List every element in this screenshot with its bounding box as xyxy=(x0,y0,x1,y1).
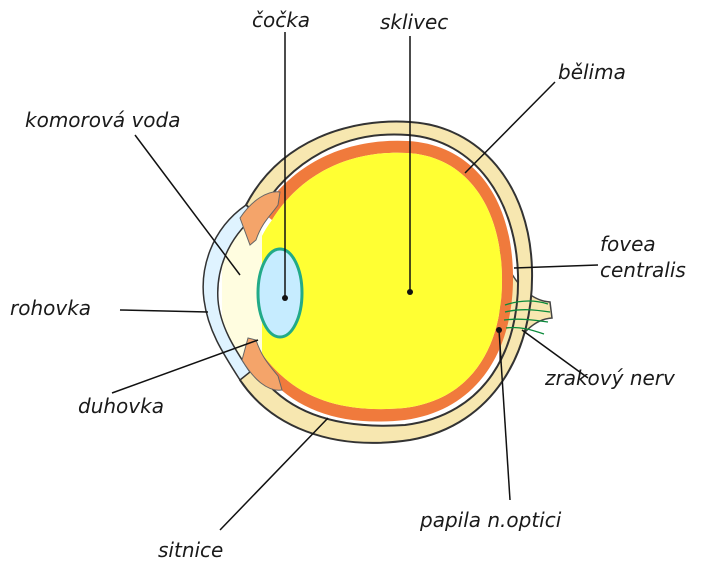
label-zrakovy-nerv: zrakový nerv xyxy=(545,366,675,390)
label-komorova-voda: komorová voda xyxy=(25,108,180,132)
label-papila: papila n.optici xyxy=(420,508,561,532)
label-fovea-line1: fovea xyxy=(600,232,656,256)
label-sklivec: sklivec xyxy=(380,10,448,34)
dot-cocka xyxy=(282,295,288,301)
label-sitnice: sitnice xyxy=(158,538,223,562)
lens-shape xyxy=(258,249,302,337)
leader-komorova-voda xyxy=(135,135,240,275)
label-fovea-line2: centralis xyxy=(600,258,686,282)
dot-sklivec xyxy=(407,289,413,295)
label-duhovka: duhovka xyxy=(78,394,164,418)
label-belima: bělima xyxy=(558,60,626,84)
leader-rohovka xyxy=(120,310,208,312)
leader-belima xyxy=(465,82,555,173)
label-rohovka: rohovka xyxy=(10,296,91,320)
leader-sitnice xyxy=(220,418,328,530)
label-cocka: čočka xyxy=(252,8,310,32)
dot-papila xyxy=(496,327,502,333)
